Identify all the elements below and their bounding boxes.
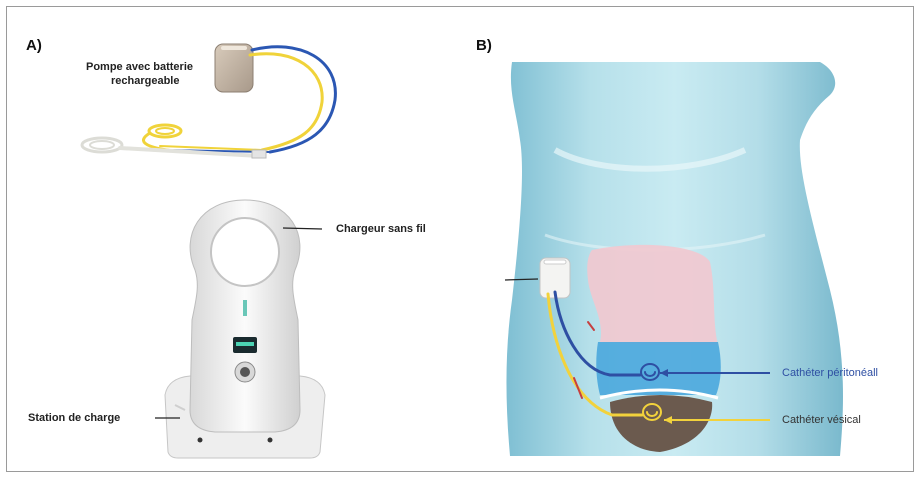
peritoneal-catheter-label: Cathéter péritonéall (782, 367, 878, 379)
bladder-catheter-label: Cathéter vésical (782, 414, 861, 426)
pump-device (215, 44, 253, 92)
charger-label: Chargeur sans fil (336, 223, 426, 236)
panel-b-letter: B) (476, 37, 492, 54)
pump-label-line1: Pompe avec batterie (86, 61, 193, 74)
panel-a-letter: A) (26, 37, 42, 54)
pink-region (587, 245, 718, 345)
station-label: Station de charge (28, 412, 120, 425)
pump-label-line2: rechargeable (111, 75, 179, 88)
wireless-charger (190, 200, 300, 432)
